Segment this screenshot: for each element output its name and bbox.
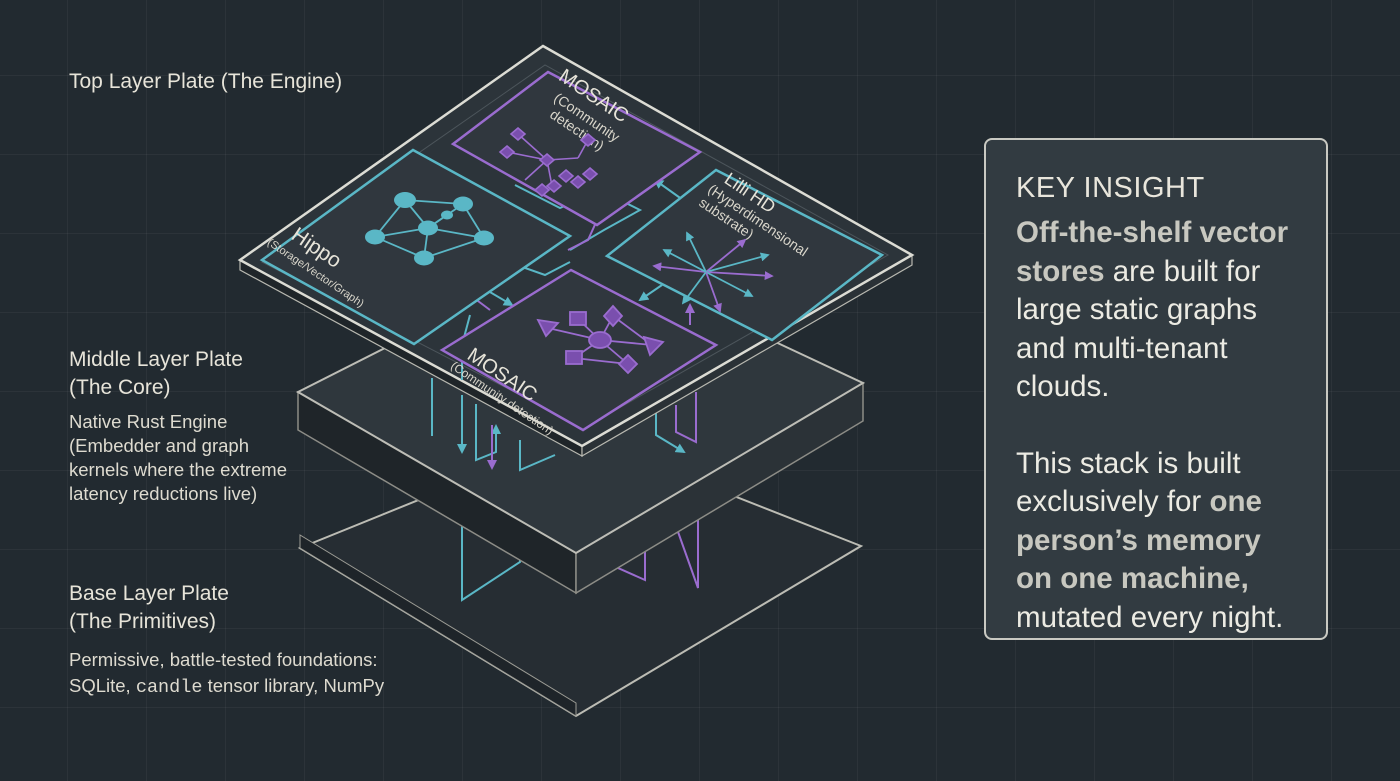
middle-layer-desc-4: latency reductions live) (69, 483, 258, 504)
module-mosaic-top: MOSAIC (Community detection) (450, 65, 703, 227)
middle-layer-title-2: (The Core) (69, 376, 171, 399)
base-layer-desc-2: SQLite, candle tensor library, NumPy (69, 674, 384, 700)
module-lilli-hd: Lilli HD (Hyperdimensional substrate) (604, 168, 885, 342)
vector-burst-icon (652, 231, 774, 313)
base-layer-title-2: (The Primitives) (69, 610, 217, 633)
key-insight-panel: KEY INSIGHT Off-the-shelf vector stores … (984, 138, 1328, 640)
base-layer-desc-1: Permissive, battle-tested foundations: (69, 649, 378, 670)
base-desc-rest: tensor library, NumPy (202, 675, 385, 696)
graph-network-icon (365, 192, 494, 266)
insight-p2-bold: one person’s memory on one machine, (1016, 485, 1262, 595)
middle-layer-desc-2: (Embedder and graph (69, 435, 249, 456)
middle-layer-desc-3: kernels where the extreme (69, 459, 287, 480)
base-desc-sqlite: SQLite, (69, 675, 136, 696)
middle-layer-desc-1: Native Rust Engine (69, 411, 228, 432)
inter-layer-arrows (431, 378, 697, 472)
insight-p2-end: mutated every night. (1016, 600, 1284, 634)
key-insight-paragraph-2: This stack is built exclusively for one … (1016, 445, 1298, 638)
candle-code: candle (135, 677, 203, 698)
top-layer-title: Top Layer Plate (The Engine) (69, 70, 343, 93)
insight-p2-start: This stack is built exclusively for (1016, 446, 1241, 519)
key-insight-paragraph-1: Off-the-shelf vector stores are built fo… (1016, 214, 1298, 407)
insight-p1-bold: Off-the-shelf vector stores (1016, 216, 1289, 288)
insight-p1-rest: are built for large static graphs and mu… (1016, 254, 1261, 404)
base-layer-title-1: Base Layer Plate (69, 582, 229, 605)
community-graph-icon (536, 304, 665, 375)
middle-layer-title-1: Middle Layer Plate (69, 348, 243, 371)
key-insight-title: KEY INSIGHT (1016, 172, 1205, 204)
community-detection-icon (498, 126, 599, 198)
